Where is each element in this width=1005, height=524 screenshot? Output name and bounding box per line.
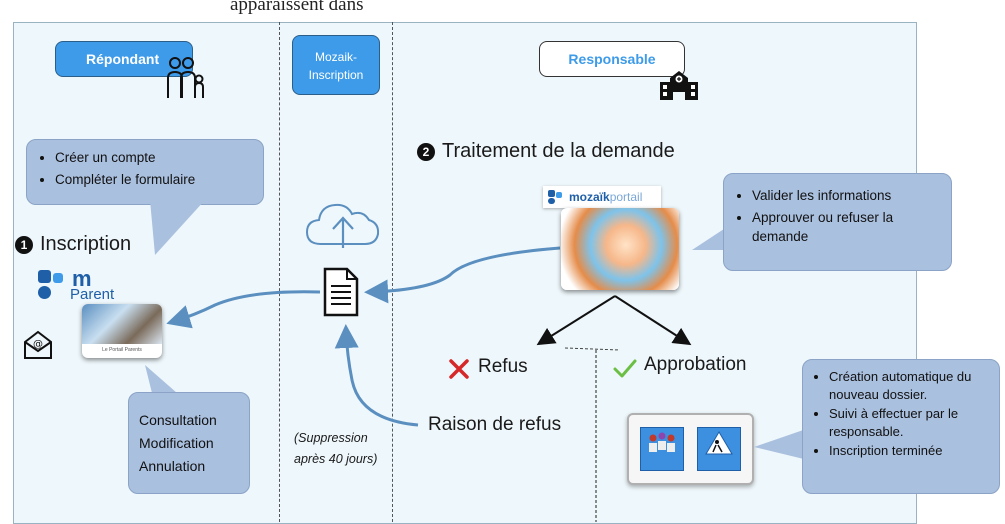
mparent-thumbnail: Le Portail Parents <box>82 304 162 358</box>
suppression-note: (Suppression après 40 jours) <box>294 428 377 470</box>
bubble-approbation-item: Création automatique du nouveau dossier. <box>829 368 993 404</box>
svg-text:@: @ <box>33 339 43 350</box>
mparent-thumb-caption: Le Portail Parents <box>102 347 142 353</box>
outcome-refus: Refus <box>478 356 528 377</box>
mparent-name: Parent <box>70 286 115 303</box>
bubble-approbation-item: Inscription terminée <box>829 442 993 460</box>
suppression-line1: (Suppression <box>294 431 368 445</box>
suppression-line2: après 40 jours) <box>294 452 378 466</box>
step1-number: 1 <box>15 235 33 254</box>
mozaik-logo-icon <box>548 190 562 204</box>
bubble-parent-tasks: Créer un compte Compléter le formulaire <box>26 139 264 205</box>
bubble-approbation-item: Suivi à effectuer par le responsable. <box>829 405 993 441</box>
action-consultation: Consultation <box>139 412 217 428</box>
document-icon <box>323 267 359 317</box>
mparent-letter: m <box>72 266 92 291</box>
header-repondant-label: Répondant <box>86 51 160 67</box>
bubble-responsable-tail <box>692 225 730 250</box>
students-icon <box>649 432 675 452</box>
portail-brand-light: portail <box>609 190 643 204</box>
cloud-upload-icon <box>305 203 380 248</box>
header-responsable-label: Responsable <box>568 51 656 67</box>
step2-heading: 2 Traitement de la demande <box>417 140 675 163</box>
bubble-approbation: Création automatique du nouveau dossier.… <box>802 359 1000 494</box>
step1-heading: 1 Inscription <box>15 233 131 256</box>
header-mozaik-line2: Inscription <box>308 68 364 82</box>
family-icon <box>167 57 204 98</box>
mozaik-portail-image <box>561 208 679 290</box>
lane-divider-left <box>279 22 280 522</box>
step1-title: Inscription <box>40 233 132 255</box>
bubble-responsable-item: Approuver ou refuser la demande <box>752 208 951 246</box>
step2-title: Traitement de la demande <box>442 140 675 162</box>
bubble-parent-item: Compléter le formulaire <box>55 170 263 189</box>
mparent-logo-icon <box>38 270 63 299</box>
header-mozaik-line1: Mozaik- <box>314 50 357 64</box>
bubble-responsable-item: Valider les informations <box>752 186 951 205</box>
bubble-parent-item: Créer un compte <box>55 148 263 167</box>
action-modification: Modification <box>139 435 214 451</box>
action-annulation: Annulation <box>139 458 206 474</box>
header-responsable: Responsable <box>539 41 685 77</box>
portail-brand-bold: mozaïk <box>569 190 610 204</box>
cross-icon <box>449 359 469 379</box>
lane-divider-right <box>392 22 393 522</box>
top-caption: apparaissent dans <box>230 0 364 15</box>
header-mozaik-inscription: Mozaik- Inscription <box>292 35 380 95</box>
outcome-approbation: Approbation <box>644 354 747 375</box>
shortcut-icon-gestion <box>640 427 684 471</box>
check-icon <box>613 359 637 378</box>
shortcut-icon-inscription <box>697 427 741 471</box>
bubble-approbation-tail <box>754 427 812 461</box>
school-sign-icon <box>705 431 733 455</box>
bubble-responsable-tasks: Valider les informations Approuver ou re… <box>723 173 952 271</box>
email-icon: @ <box>24 330 52 359</box>
mparent-photo <box>82 304 162 344</box>
school-icon <box>660 71 698 100</box>
bubble-parent-tail <box>150 200 205 255</box>
header-repondant: Répondant <box>55 41 193 77</box>
outcome-raison-refus: Raison de refus <box>428 414 562 435</box>
bubble-actions: Consultation Modification Annulation <box>128 392 250 494</box>
shortcut-icons-box <box>627 413 754 485</box>
step2-number: 2 <box>417 142 435 161</box>
